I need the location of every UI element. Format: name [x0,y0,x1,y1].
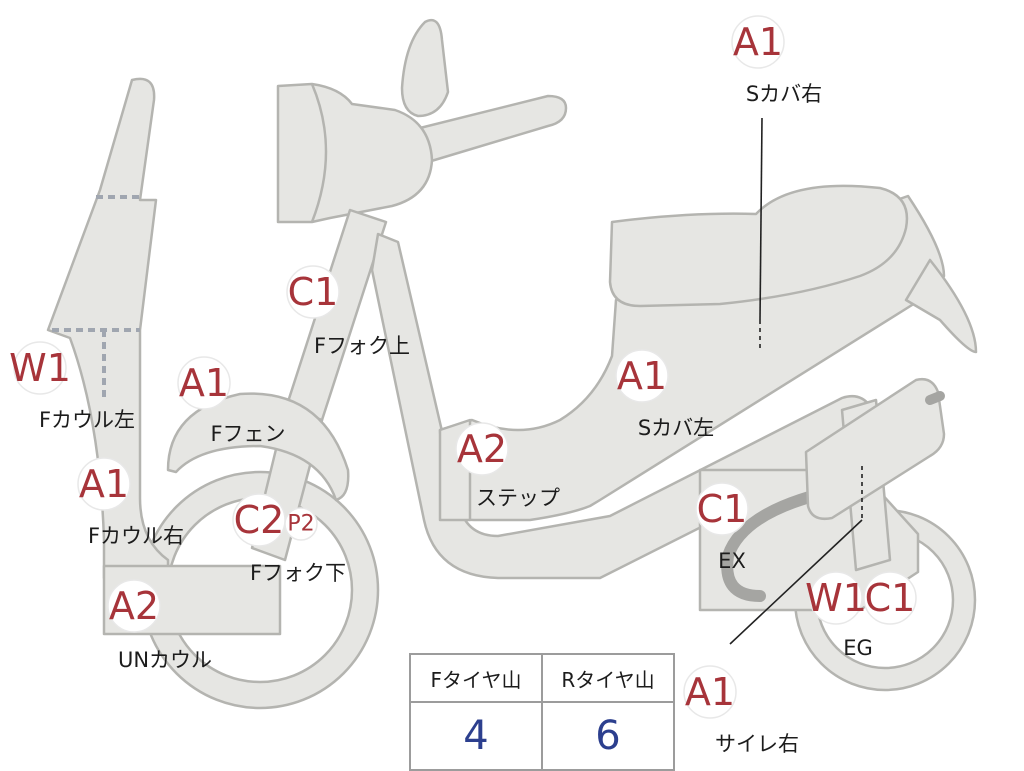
tire-tread-table: Fタイヤ山 Rタイヤ山 4 6 [409,653,675,771]
tire-table-value-row: 4 6 [409,701,675,771]
scooter-silhouette [46,18,978,710]
marker-label: Fカウル右 [88,524,184,548]
marker-code: A1 [685,670,735,714]
marker-code: W1 [805,576,867,620]
header-rear-tire: Rタイヤ山 [541,653,675,703]
rear-tail [904,258,978,354]
marker-c1-f-fork-upper: C1 Fフォク上 [286,265,410,358]
value-rear-tire: 6 [541,701,675,771]
marker-code: A1 [733,20,783,64]
marker-label: ステップ [476,486,560,510]
marker-a1-silencer-right: A1 サイレ右 [683,665,799,756]
marker-code: C1 [697,487,748,531]
windshield [400,18,450,118]
marker-label: Fカウル左 [39,408,135,432]
marker-code: A1 [79,462,129,506]
tire-table-header-row: Fタイヤ山 Rタイヤ山 [409,653,675,703]
marker-a2-step: A2 ステップ [455,422,560,510]
marker-label: Sカバ左 [638,416,714,440]
marker-a1-f-fender: A1 Fフェン [177,356,286,446]
marker-code: W1 [9,346,71,390]
leader-lines [729,117,863,645]
marker-label: サイレ右 [715,732,799,756]
marker-code: A1 [617,354,667,398]
marker-c2-f-fork-lower: C2 P2 Fフォク下 [232,493,346,585]
marker-c1-ex: C1 EX [695,482,749,573]
front-cowl [46,77,170,580]
marker-w1-f-cowl-left: W1 Fカウル左 [9,341,135,432]
marker-label: EX [718,549,746,573]
marker-code: C1 [288,270,339,314]
silencer-tip [925,391,945,405]
marker-a1-s-cover-left: A1 Sカバ左 [615,349,714,440]
marker-code: A2 [109,584,159,628]
marker-code: A2 [457,427,507,471]
header-front-tire: Fタイヤ山 [409,653,543,703]
exhaust-pipe [721,478,856,602]
marker-code: C2 [234,498,285,542]
marker-extra-code: P2 [287,512,314,537]
marker-label: EG [843,636,873,660]
headlight-housing [276,82,434,224]
leader-s-cover-right [759,117,763,321]
handlebar-grip [418,94,568,164]
marker-a1-s-cover-right: A1 Sカバ右 [731,15,822,106]
silencer [804,378,946,520]
marker-w1-c1-eg: W1 C1 EG [805,571,917,660]
leader-silencer [729,519,863,645]
marker-a2-un-cowl: A2 UNカウル [107,579,212,672]
marker-label: Fフォク上 [314,334,410,358]
marker-label: UNカウル [118,648,212,672]
marker-label: Sカバ右 [746,82,822,106]
marker-label: Fフォク下 [250,561,346,585]
marker-label: Fフェン [210,422,285,446]
seat [608,184,909,308]
marker-a1-f-cowl-right: A1 Fカウル右 [77,457,184,548]
value-front-tire: 4 [409,701,543,771]
headlight-lens [310,83,328,223]
marker-second-code: C1 [865,576,916,620]
marker-code: A1 [179,361,229,405]
